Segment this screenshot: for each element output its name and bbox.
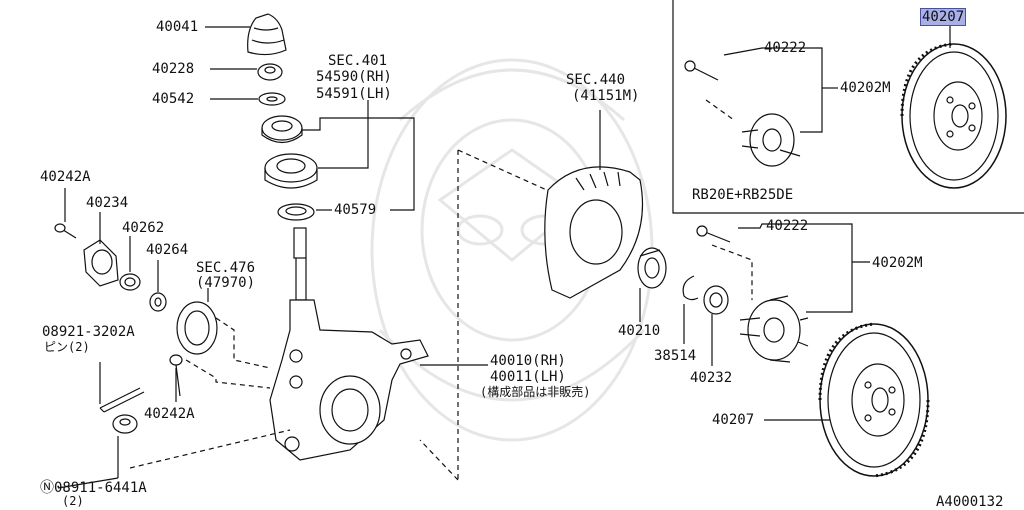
label-47970: (47970) bbox=[196, 275, 256, 291]
label-pin-qty: ピン(2) bbox=[44, 340, 90, 354]
label-40210: 40210 bbox=[618, 323, 661, 339]
label-38514: 38514 bbox=[654, 348, 697, 364]
label-40011: 40011(LH) bbox=[490, 369, 566, 385]
label-40242a-top: 40242A bbox=[40, 169, 91, 185]
abs-sensor-part bbox=[54, 223, 119, 287]
label-40207-lower: 40207 bbox=[712, 412, 755, 428]
label-40579: 40579 bbox=[334, 202, 377, 218]
label-40232: 40232 bbox=[690, 370, 733, 386]
label-40234: 40234 bbox=[86, 195, 129, 211]
lower-bolt-part bbox=[169, 354, 183, 397]
outer-bearing-part bbox=[261, 115, 303, 144]
steering-knuckle-part bbox=[269, 227, 429, 461]
inset-box bbox=[672, 0, 1024, 214]
grease-seal-part bbox=[277, 203, 315, 221]
label-08911-qty: (2) bbox=[62, 494, 84, 508]
label-sec401: SEC.401 bbox=[328, 53, 388, 69]
label-08911: Ⓝ08911-6441A bbox=[40, 480, 147, 496]
label-40262: 40262 bbox=[122, 220, 165, 236]
label-sec476: SEC.476 bbox=[196, 260, 256, 276]
sensor-rotor-part bbox=[176, 301, 218, 355]
label-not-sold-note: (構成部品は非販売) bbox=[480, 385, 591, 399]
label-40041: 40041 bbox=[156, 19, 199, 35]
label-40202m-lower: 40202M bbox=[872, 255, 923, 271]
nut-part bbox=[257, 63, 283, 81]
label-40242a-bottom: 40242A bbox=[144, 406, 195, 422]
label-40202m-upper: 40202M bbox=[840, 80, 891, 96]
grommet-part bbox=[149, 292, 167, 312]
lower-brake-rotor-part bbox=[818, 322, 930, 478]
label-41151m: (41151M) bbox=[572, 88, 640, 104]
label-54591: 54591(LH) bbox=[316, 86, 392, 102]
diagram-code: A4000132 bbox=[936, 494, 1004, 510]
inner-bearing-part bbox=[264, 153, 318, 189]
label-40264: 40264 bbox=[146, 242, 189, 258]
label-40542: 40542 bbox=[152, 91, 195, 107]
label-40222-upper: 40222 bbox=[764, 40, 807, 56]
snap-ring-part bbox=[682, 275, 699, 301]
label-40207-upper-highlighted[interactable]: 40207 bbox=[920, 8, 967, 26]
upper-wheel-hub-part bbox=[684, 60, 801, 167]
label-40010: 40010(RH) bbox=[490, 353, 566, 369]
washer-part bbox=[258, 92, 286, 106]
hub-seal-part bbox=[703, 285, 729, 315]
label-40228: 40228 bbox=[152, 61, 195, 77]
label-sec440: SEC.440 bbox=[566, 72, 626, 88]
label-54590: 54590(RH) bbox=[316, 69, 392, 85]
hub-bearing-part bbox=[637, 247, 667, 289]
cotter-pin-part bbox=[99, 387, 145, 413]
label-08921: 08921-3202A bbox=[42, 324, 135, 340]
upper-brake-rotor-part bbox=[900, 42, 1007, 189]
dust-shield-part bbox=[544, 166, 644, 299]
castle-nut-part bbox=[112, 414, 138, 434]
sleeve-part bbox=[119, 273, 141, 291]
lower-wheel-hub-part bbox=[696, 225, 809, 363]
label-40222-lower: 40222 bbox=[766, 218, 809, 234]
dust-cap-part bbox=[247, 13, 287, 56]
label-engine-variant: RB20E+RB25DE bbox=[692, 187, 794, 203]
